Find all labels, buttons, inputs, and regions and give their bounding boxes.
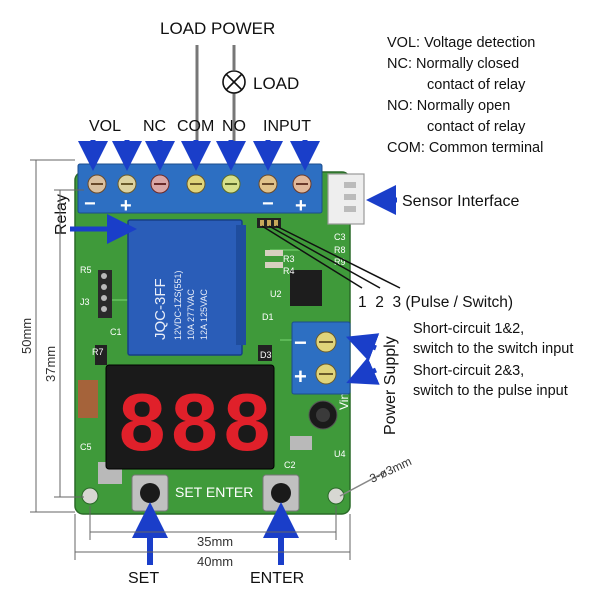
legend: VOL: Voltage detection NC: Normally clos… xyxy=(387,35,543,156)
relay: JQC-3FF 12VDC-1ZS(551) 10A 277VAC 12A 12… xyxy=(127,219,246,356)
dim-50mm: 50mm xyxy=(19,318,34,354)
svg-text:C1: C1 xyxy=(110,327,122,337)
enter-label: ENTER xyxy=(250,570,304,587)
svg-text:C3: C3 xyxy=(334,232,346,242)
legend-com: COM: Common terminal xyxy=(387,140,543,156)
enter-button[interactable] xyxy=(262,474,300,512)
svg-text:R7: R7 xyxy=(92,347,104,357)
load-power-label: LOAD POWER xyxy=(160,19,275,38)
sensor-connector xyxy=(327,173,365,225)
relay-brand: JQC-3FF xyxy=(152,278,169,340)
svg-text:−: − xyxy=(84,193,96,215)
com-label: COM xyxy=(177,118,214,135)
svg-text:R5: R5 xyxy=(80,265,92,275)
dim-35mm: 35mm xyxy=(197,534,233,549)
input-label: INPUT xyxy=(263,118,311,135)
set-button[interactable] xyxy=(131,474,169,512)
sensor-interface-label: Sensor Interface xyxy=(402,193,520,210)
jumper-header xyxy=(257,218,281,228)
svg-text:−: − xyxy=(294,330,307,355)
svg-text:R4: R4 xyxy=(283,266,295,276)
svg-text:D1: D1 xyxy=(262,312,274,322)
svg-text:−: − xyxy=(262,193,274,215)
svg-text:U4: U4 xyxy=(334,449,346,459)
svg-text:U2: U2 xyxy=(270,289,282,299)
display-digits: 888 xyxy=(117,381,274,476)
svg-text:D3: D3 xyxy=(260,350,272,360)
svg-text:+: + xyxy=(295,195,307,217)
button-arrows xyxy=(132,502,299,565)
dimension-lines xyxy=(30,159,386,560)
nc-label: NC xyxy=(143,118,166,135)
svg-text:J3: J3 xyxy=(80,297,90,307)
set-label: SET xyxy=(128,570,159,587)
load-power-wiring xyxy=(195,45,246,165)
dim-37mm: 37mm xyxy=(43,346,58,382)
power-terminal: − + xyxy=(291,321,351,395)
svg-text:+: + xyxy=(120,195,132,217)
short-23-line2: switch to the pulse input xyxy=(413,383,568,399)
legend-nc-1: NC: Normally closed xyxy=(387,56,519,72)
svg-text:R3: R3 xyxy=(283,254,295,264)
jumper-pins-label: 1 2 3 (Pulse / Switch) xyxy=(358,294,513,311)
svg-text:C5: C5 xyxy=(80,442,92,452)
short-23-line1: Short-circuit 2&3, xyxy=(413,363,524,379)
power-arrows xyxy=(345,333,380,385)
short-12-line2: switch to the switch input xyxy=(413,341,573,357)
short-12-line1: Short-circuit 1&2, xyxy=(413,321,524,337)
terminal-arrows xyxy=(78,140,320,171)
power-supply-label: Power Supply xyxy=(382,336,399,435)
dim-hole: 3-ø3mm xyxy=(367,454,413,486)
silk-set-enter: SET ENTER xyxy=(175,484,253,500)
svg-text:R9: R9 xyxy=(334,257,346,267)
svg-text:12VDC-1ZS(551): 12VDC-1ZS(551) xyxy=(173,270,183,340)
svg-text:+: + xyxy=(294,364,307,389)
terminal-block: − + − + xyxy=(77,163,323,217)
dim-40mm: 40mm xyxy=(197,554,233,569)
seven-segment-display: 888 xyxy=(105,364,275,476)
relay-label: Relay xyxy=(53,194,70,235)
load-label: LOAD xyxy=(253,74,299,93)
vol-label: VOL xyxy=(89,118,121,135)
jumper-pointer-lines xyxy=(261,225,401,289)
svg-text:10A 277VAC: 10A 277VAC xyxy=(186,289,196,340)
svg-text:C2: C2 xyxy=(284,460,296,470)
legend-no-1: NO: Normally open xyxy=(387,98,510,114)
no-label: NO xyxy=(222,118,246,135)
svg-text:12A 125VAC: 12A 125VAC xyxy=(199,289,209,340)
svg-text:R8: R8 xyxy=(334,245,346,255)
legend-nc-2: contact of relay xyxy=(427,77,526,93)
legend-vol: VOL: Voltage detection xyxy=(387,35,535,51)
legend-no-2: contact of relay xyxy=(427,119,526,135)
